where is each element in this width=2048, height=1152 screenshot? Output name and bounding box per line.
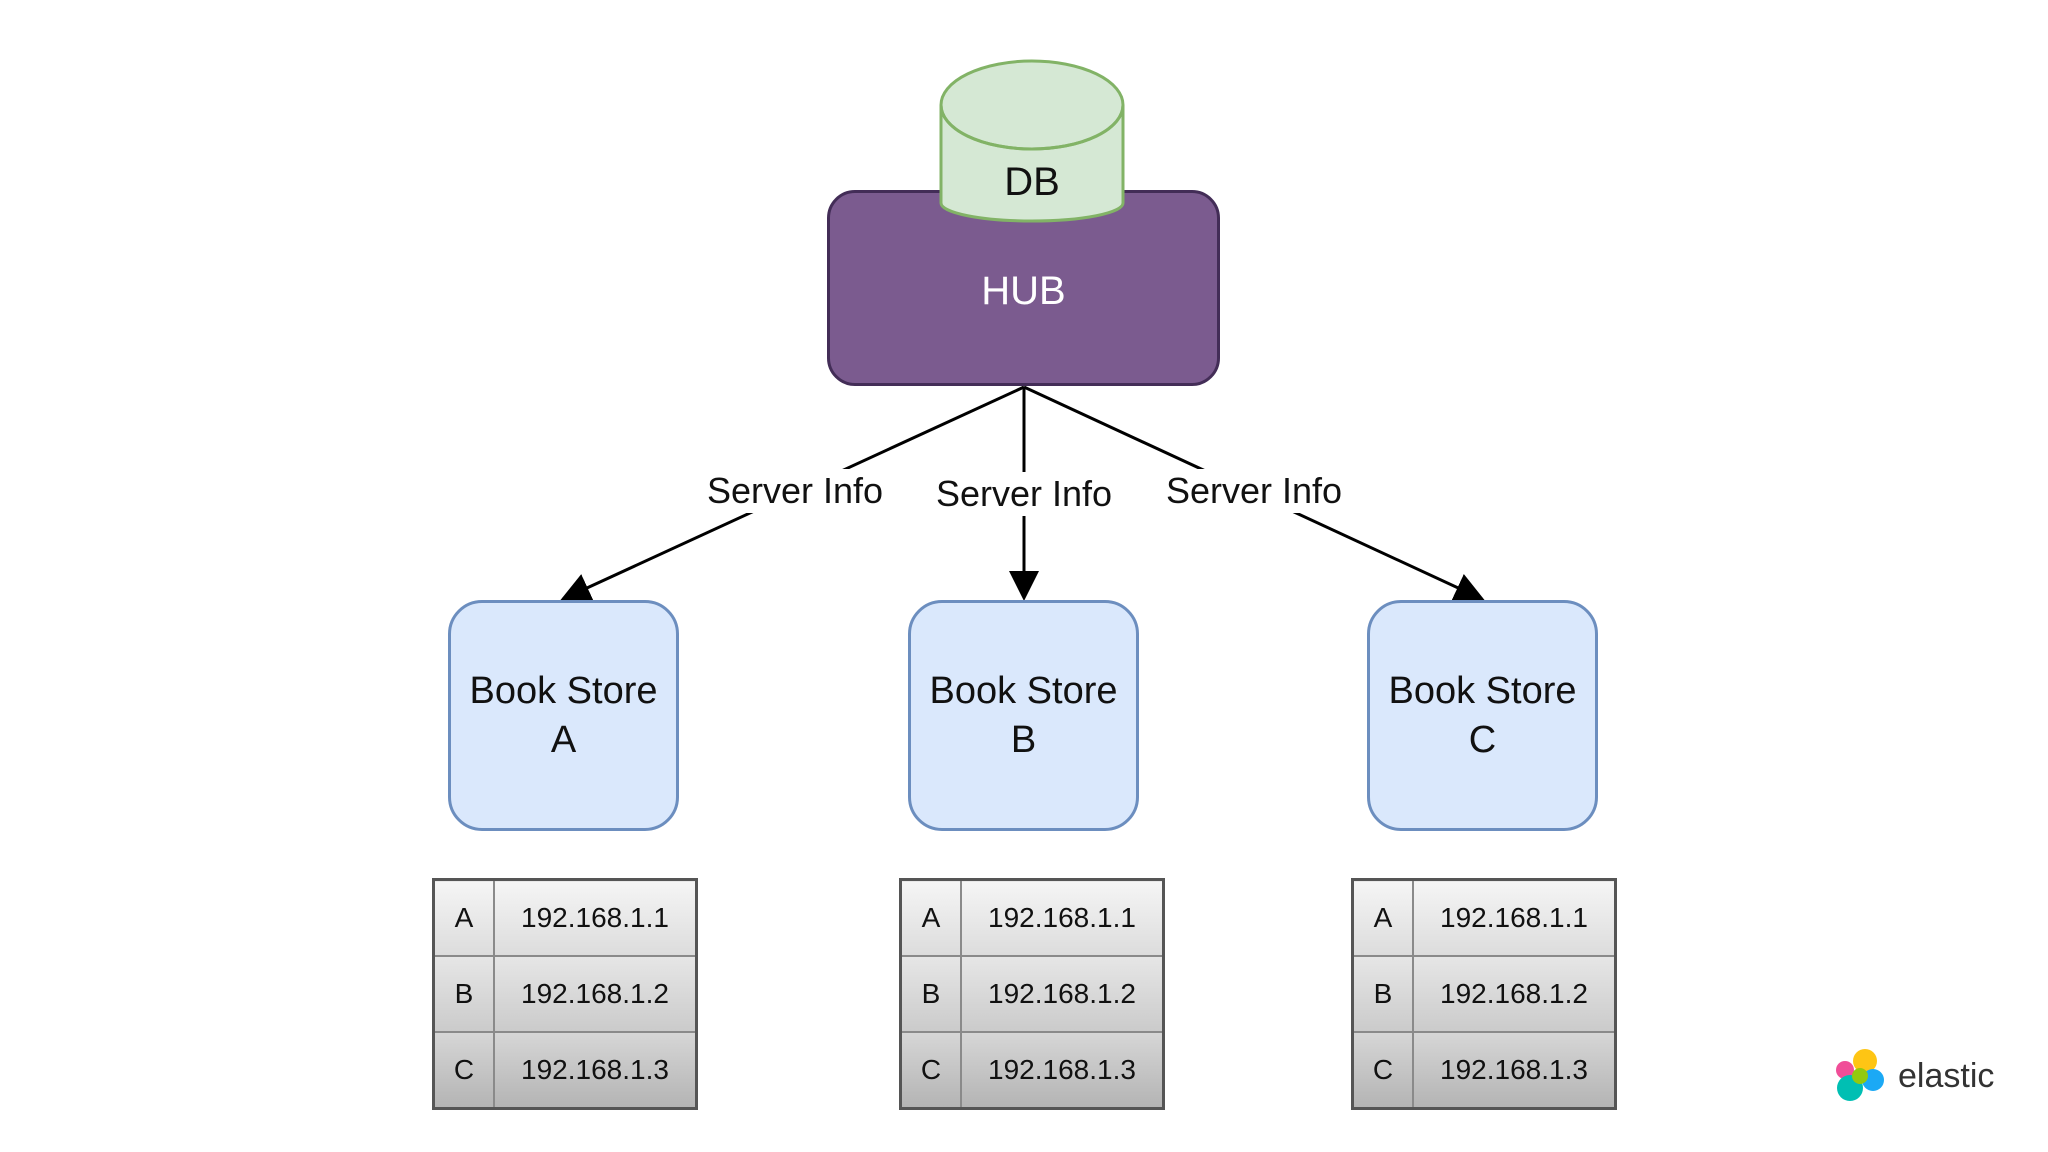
row-ip: 192.168.1.2 — [493, 955, 698, 1033]
table-row: A 192.168.1.1 — [1351, 878, 1617, 957]
elastic-logo-text: elastic — [1898, 1056, 1995, 1095]
table-row: C 192.168.1.3 — [899, 1031, 1165, 1110]
row-key: C — [432, 1031, 495, 1110]
edge-label-b: Server Info — [928, 472, 1121, 516]
elastic-logo: elastic — [1832, 1048, 1994, 1104]
store-name: Book Store — [469, 669, 658, 712]
row-key: B — [1351, 955, 1414, 1033]
row-key: B — [432, 955, 495, 1033]
row-ip: 192.168.1.1 — [960, 878, 1165, 957]
db-node: DB — [939, 59, 1125, 223]
edge-label-c: Server Info — [1158, 469, 1351, 513]
row-key: B — [899, 955, 962, 1033]
table-row: B 192.168.1.2 — [899, 955, 1165, 1033]
row-ip: 192.168.1.2 — [1412, 955, 1617, 1033]
store-name: Book Store — [1388, 669, 1577, 712]
row-ip: 192.168.1.3 — [493, 1031, 698, 1110]
table-row: C 192.168.1.3 — [432, 1031, 698, 1110]
db-label: DB — [1004, 160, 1060, 204]
server-table-c: A 192.168.1.1 B 192.168.1.2 C 192.168.1.… — [1351, 878, 1617, 1110]
store-letter: C — [1468, 718, 1497, 761]
row-key: A — [432, 878, 495, 957]
hub-node: HUB — [827, 190, 1220, 386]
table-row: A 192.168.1.1 — [899, 878, 1165, 957]
row-key: C — [899, 1031, 962, 1110]
table-row: B 192.168.1.2 — [432, 955, 698, 1033]
server-table-b: A 192.168.1.1 B 192.168.1.2 C 192.168.1.… — [899, 878, 1165, 1110]
hub-label: HUB — [981, 268, 1066, 313]
row-ip: 192.168.1.3 — [1412, 1031, 1617, 1110]
row-key: C — [1351, 1031, 1414, 1110]
elastic-logo-icon — [1836, 1049, 1884, 1101]
store-letter: A — [550, 718, 577, 761]
row-ip: 192.168.1.2 — [960, 955, 1165, 1033]
edge-label-a: Server Info — [699, 469, 892, 513]
row-key: A — [1351, 878, 1414, 957]
row-key: A — [899, 878, 962, 957]
store-node-b: Book Store B — [908, 600, 1139, 831]
store-node-c: Book Store C — [1367, 600, 1598, 831]
row-ip: 192.168.1.3 — [960, 1031, 1165, 1110]
store-letter: B — [1010, 718, 1037, 761]
row-ip: 192.168.1.1 — [1412, 878, 1617, 957]
table-row: C 192.168.1.3 — [1351, 1031, 1617, 1110]
row-ip: 192.168.1.1 — [493, 878, 698, 957]
server-table-a: A 192.168.1.1 B 192.168.1.2 C 192.168.1.… — [432, 878, 698, 1110]
store-name: Book Store — [929, 669, 1118, 712]
store-node-a: Book Store A — [448, 600, 679, 831]
table-row: B 192.168.1.2 — [1351, 955, 1617, 1033]
table-row: A 192.168.1.1 — [432, 878, 698, 957]
